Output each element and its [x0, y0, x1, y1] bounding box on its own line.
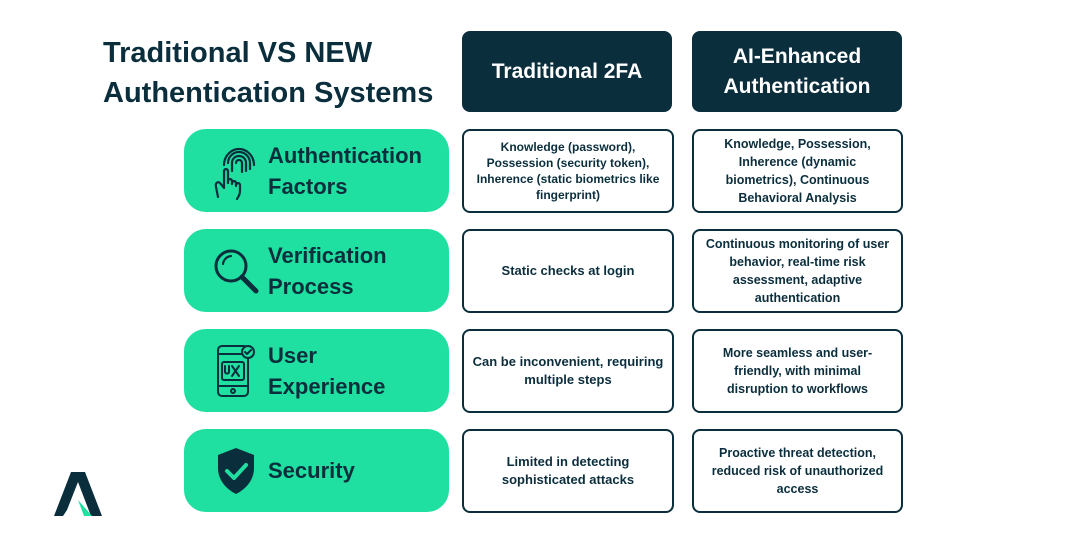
cell-ai-security: Proactive threat detection, reduced risk…	[692, 429, 903, 513]
ux-phone-icon	[206, 341, 266, 401]
page-title: Traditional VS NEW Authentication System…	[103, 37, 434, 109]
row-label-security: Security	[184, 429, 449, 512]
row-label-text: User Experience	[268, 342, 386, 399]
row-label-user-experience: User Experience	[184, 329, 449, 412]
cell-traditional-authentication-factors: Knowledge (password), Possession (securi…	[462, 129, 674, 213]
shield-check-icon	[206, 441, 266, 501]
fingerprint-touch-icon	[206, 141, 266, 201]
brand-a-logo-icon	[52, 470, 104, 518]
cell-ai-user-experience: More seamless and user-friendly, with mi…	[692, 329, 903, 413]
row-label-text: Authentication Factors	[268, 142, 422, 199]
cell-traditional-security: Limited in detecting sophisticated attac…	[462, 429, 674, 513]
row-label-text: Security	[268, 458, 355, 483]
cell-ai-authentication-factors: Knowledge, Possession, Inherence (dynami…	[692, 129, 903, 213]
cell-traditional-user-experience: Can be inconvenient, requiring multiple …	[462, 329, 674, 413]
cell-ai-verification-process: Continuous monitoring of user behavior, …	[692, 229, 903, 313]
column-header-ai: AI-Enhanced Authentication	[692, 31, 902, 112]
row-label-text: Verification Process	[268, 242, 387, 299]
magnifier-icon	[206, 241, 266, 301]
column-header-traditional: Traditional 2FA	[462, 31, 672, 112]
row-label-authentication-factors: Authentication Factors	[184, 129, 449, 212]
row-label-verification-process: Verification Process	[184, 229, 449, 312]
cell-traditional-verification-process: Static checks at login	[462, 229, 674, 313]
